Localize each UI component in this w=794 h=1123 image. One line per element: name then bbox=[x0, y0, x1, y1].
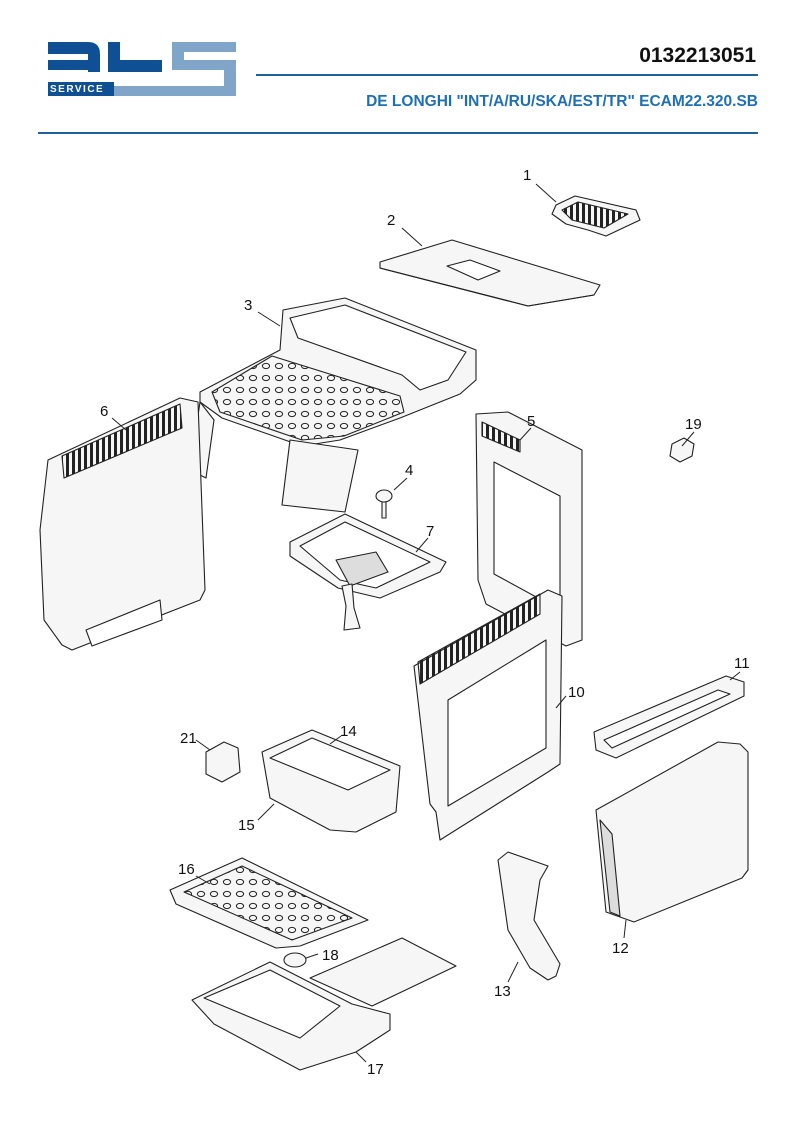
part-10-front-panel bbox=[413, 589, 563, 841]
callout-10: 10 bbox=[568, 684, 585, 701]
header-divider-top bbox=[256, 74, 758, 76]
callout-7: 7 bbox=[426, 523, 434, 540]
part-11-drawer-insert bbox=[593, 675, 745, 759]
logo-service-text: SERVICE bbox=[50, 84, 105, 95]
part-17-drip-tray bbox=[191, 937, 457, 1071]
callout-19: 19 bbox=[685, 416, 702, 433]
callout-5: 5 bbox=[527, 413, 535, 430]
callout-6: 6 bbox=[100, 403, 108, 420]
part-13-side-cover bbox=[497, 851, 561, 981]
callout-15: 15 bbox=[238, 817, 255, 834]
callout-3: 3 bbox=[244, 297, 252, 314]
callout-13: 13 bbox=[494, 983, 511, 1000]
part-7-funnel-tray bbox=[289, 513, 447, 631]
callout-17: 17 bbox=[367, 1061, 384, 1078]
header-divider-bottom bbox=[38, 132, 758, 134]
callout-4: 4 bbox=[405, 462, 413, 479]
part-21-cap bbox=[205, 741, 241, 783]
callout-2: 2 bbox=[387, 212, 395, 229]
callout-16: 16 bbox=[178, 861, 195, 878]
part-3-top-frame bbox=[189, 297, 477, 513]
part-16-drip-grid bbox=[169, 857, 369, 949]
part-14-grounds-container bbox=[261, 729, 401, 833]
part-12-water-tank bbox=[595, 741, 749, 923]
callout-12: 12 bbox=[612, 940, 629, 957]
part-5-rear-frame bbox=[475, 411, 583, 647]
callout-14: 14 bbox=[340, 723, 357, 740]
part-18-float bbox=[283, 952, 307, 968]
part-2-top-lid bbox=[379, 239, 601, 307]
callout-1: 1 bbox=[523, 167, 531, 184]
part-4-knob bbox=[375, 489, 393, 519]
part-6-left-side-panel bbox=[39, 397, 206, 651]
callout-18: 18 bbox=[322, 947, 339, 964]
dls-logo bbox=[48, 42, 236, 96]
callout-11: 11 bbox=[734, 655, 750, 672]
model-title: DE LONGHI "INT/A/RU/SKA/EST/TR" ECAM22.3… bbox=[366, 93, 758, 110]
callout-21: 21 bbox=[180, 730, 197, 747]
part-1-cup-grid bbox=[551, 195, 641, 237]
document-number: 0132213051 bbox=[639, 44, 756, 67]
page-header: SERVICE 0132213051 DE LONGHI "INT/A/RU/S… bbox=[0, 0, 794, 140]
part-19-clip bbox=[669, 437, 695, 463]
